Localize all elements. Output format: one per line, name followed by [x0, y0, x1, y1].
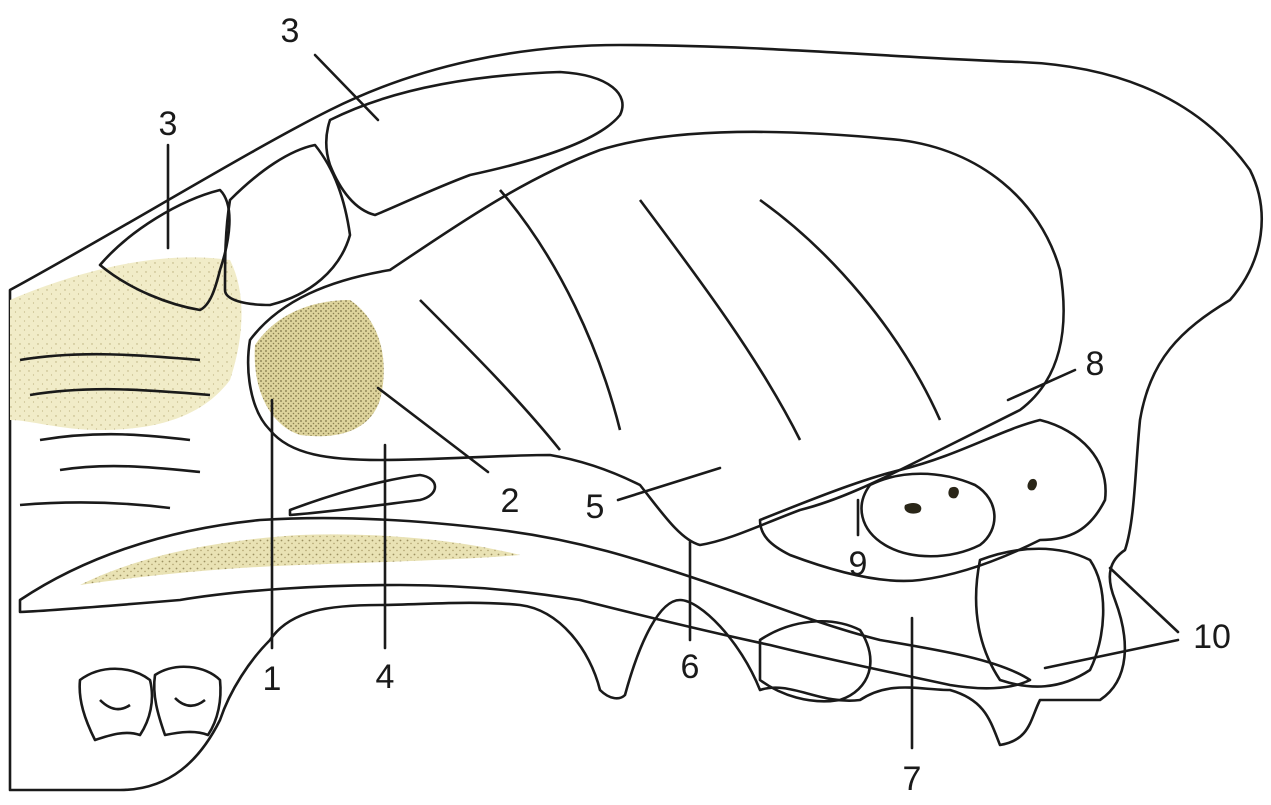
tympanic-bulla — [862, 474, 995, 557]
presphenoid-channel — [290, 475, 435, 515]
label-9: 9 — [849, 545, 868, 583]
label-7: 7 — [903, 760, 922, 798]
hard-palate — [20, 518, 1030, 688]
leader-3-top — [315, 55, 378, 120]
label-10: 10 — [1193, 618, 1231, 656]
label-3-left: 3 — [159, 105, 178, 143]
label-1: 1 — [263, 660, 282, 698]
leader-10-lower — [1045, 640, 1178, 668]
leader-10-upper — [1110, 568, 1178, 632]
molar-tooth-2 — [154, 667, 220, 735]
leader-5 — [618, 468, 720, 500]
label-6: 6 — [681, 648, 700, 686]
label-8: 8 — [1086, 345, 1105, 383]
label-3-top: 3 — [281, 12, 300, 50]
cranial-contour-lines — [420, 190, 940, 450]
label-4: 4 — [376, 658, 395, 696]
molar-tooth-1 — [80, 669, 152, 740]
frontal-sinus-caudal — [326, 72, 622, 215]
label-2: 2 — [501, 482, 520, 520]
occipital-condyle — [976, 549, 1103, 687]
label-5: 5 — [586, 488, 605, 526]
leader-8 — [1008, 370, 1075, 400]
ethmoid-fossa — [255, 300, 384, 436]
